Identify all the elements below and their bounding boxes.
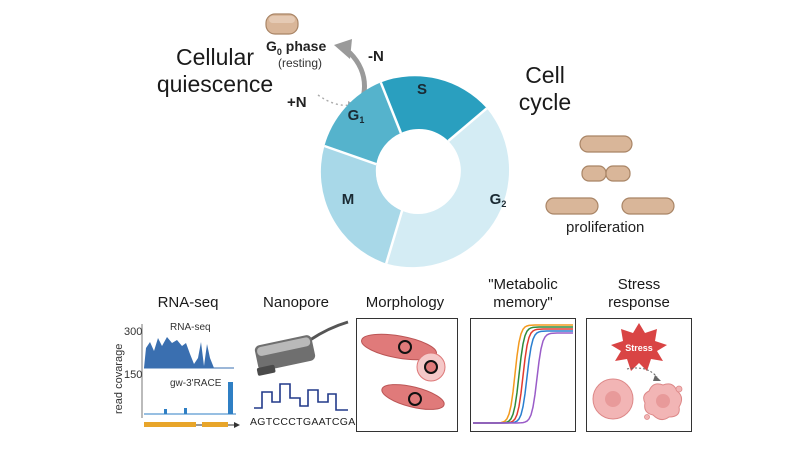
track-race-label: gw-3'RACE — [170, 378, 222, 389]
quiescence-label-line2: quiescence — [156, 71, 274, 97]
minus-n-label: -N — [368, 48, 384, 65]
panel-morphology — [356, 318, 458, 432]
quiescent-cell-icon — [265, 13, 299, 35]
stress-title-line2: response — [608, 294, 670, 311]
rnaseq-coverage-area — [144, 337, 216, 368]
morphology-cells — [361, 333, 446, 410]
stress-burst-icon — [611, 323, 667, 371]
panel-metabolic-title: "Metabolic memory" — [468, 276, 578, 312]
metabolic-growth-curves — [473, 324, 573, 424]
panel-nanopore-title: Nanopore — [263, 294, 329, 311]
tick-300: 300 — [124, 326, 142, 338]
g0-resting-label: (resting) — [278, 56, 323, 70]
cell-cycle-label-line1: Cell — [525, 62, 565, 88]
panel-stress: Stress — [586, 318, 692, 432]
cell-cycle-label-line2: cycle — [518, 89, 572, 115]
g0-prefix: G — [266, 38, 277, 54]
quiescence-label: Cellular quiescence — [140, 44, 290, 98]
nanopore-device-icon — [254, 320, 349, 411]
quiescence-label-line1: Cellular — [176, 44, 254, 70]
cell-cycle-diagram: Cellular quiescence Cell cycle G0 phase … — [140, 13, 675, 268]
track-rnaseq-label: RNA-seq — [170, 322, 211, 333]
rnaseq-coverage-plot: read covarage 300 150 RNA-seq gw-3'RACE — [113, 322, 240, 428]
panel-rnaseq-title: RNA-seq — [157, 294, 219, 311]
proliferating-cells-icon — [545, 135, 675, 215]
phase-g1-label: G1 — [348, 107, 365, 125]
phase-s-label: S — [417, 81, 427, 98]
panel-morphology-title: Morphology — [365, 294, 445, 311]
cell-cycle-label: Cell cycle — [490, 62, 600, 116]
phase-m-label: M — [342, 191, 355, 208]
panel-rnaseq: read covarage 300 150 RNA-seq gw-3'RACE — [112, 318, 242, 433]
return-to-g1-arrow — [317, 94, 351, 106]
stress-title-line1: Stress — [617, 276, 661, 293]
m-segment — [320, 146, 403, 264]
cell-cycle-ring: S G1 M G2 — [320, 76, 510, 268]
nanopore-sequence: AGTCCCTGAATCGA — [250, 416, 356, 428]
plus-n-label: +N — [287, 94, 307, 111]
tick-150: 150 — [124, 369, 142, 381]
g1-segment — [324, 82, 401, 165]
g0-suffix: phase — [281, 38, 327, 54]
stress-badge-label: Stress — [625, 343, 653, 353]
s-segment — [380, 76, 487, 141]
panel-stress-title: Stress response — [584, 276, 694, 312]
rnaseq-ylabel: read covarage — [113, 344, 125, 414]
stress-response-illustration: Stress — [592, 323, 683, 421]
g0-sub: 0 — [276, 46, 282, 57]
metabolic-title-line2: memory" — [493, 294, 553, 311]
g2-segment — [386, 108, 510, 268]
growth-curve-4 — [473, 332, 573, 424]
phase-g2-label: G2 — [490, 191, 507, 209]
exit-arrowhead-icon — [334, 39, 352, 59]
panel-nanopore: AGTCCCTGAATCGA — [248, 318, 356, 433]
g0-phase-label: G0 phase — [266, 38, 326, 57]
metabolic-title-line1: "Metabolic — [488, 276, 558, 293]
panel-metabolic — [470, 318, 576, 432]
nanopore-signal-trace — [254, 383, 348, 411]
proliferation-label: proliferation — [566, 219, 645, 236]
